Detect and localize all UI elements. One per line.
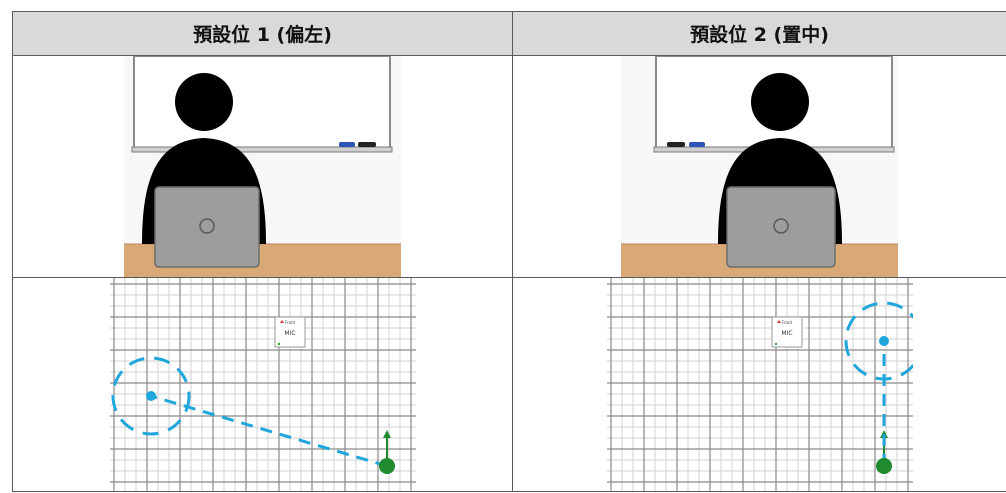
whiteboard — [133, 56, 391, 150]
mic-label: MIC — [284, 330, 295, 337]
preset-2-photo — [621, 56, 898, 277]
header-row: 預設位 1 (偏左) 預設位 2 (置中) — [12, 11, 1006, 56]
mic-front-label: Front — [782, 320, 793, 325]
origin-point — [378, 458, 395, 474]
laptop — [154, 186, 260, 268]
target-point — [145, 391, 156, 401]
up-arrow-icon — [382, 430, 391, 438]
mic-front-label: Front — [285, 320, 296, 325]
dashed-path — [150, 394, 387, 468]
preset-1-header: 預設位 1 (偏左) — [12, 11, 513, 56]
marker-black — [667, 142, 685, 147]
grid-lines — [109, 278, 416, 491]
preset-2-photo-cell — [512, 55, 1006, 278]
target-point — [878, 336, 889, 346]
origin-marker — [382, 430, 391, 460]
photo-row — [12, 55, 1006, 278]
preset-2-header: 預設位 2 (置中) — [512, 11, 1006, 56]
target-zone-circle — [111, 356, 190, 436]
mic-label: MIC — [781, 330, 792, 337]
front-arrow-icon — [279, 320, 284, 323]
preset-table: 預設位 1 (偏左) 預設位 2 (置中) — [12, 11, 1006, 492]
target-zone-circle — [844, 301, 913, 381]
preset-1-photo — [124, 56, 401, 277]
marker-blue — [339, 142, 355, 147]
front-arrow-icon — [776, 320, 781, 323]
preset-1-photo-cell — [12, 55, 513, 278]
origin-point — [875, 458, 892, 474]
grid-lines — [606, 278, 913, 491]
laptop — [726, 186, 836, 268]
marker-black — [358, 142, 376, 147]
marker-blue — [689, 142, 705, 147]
